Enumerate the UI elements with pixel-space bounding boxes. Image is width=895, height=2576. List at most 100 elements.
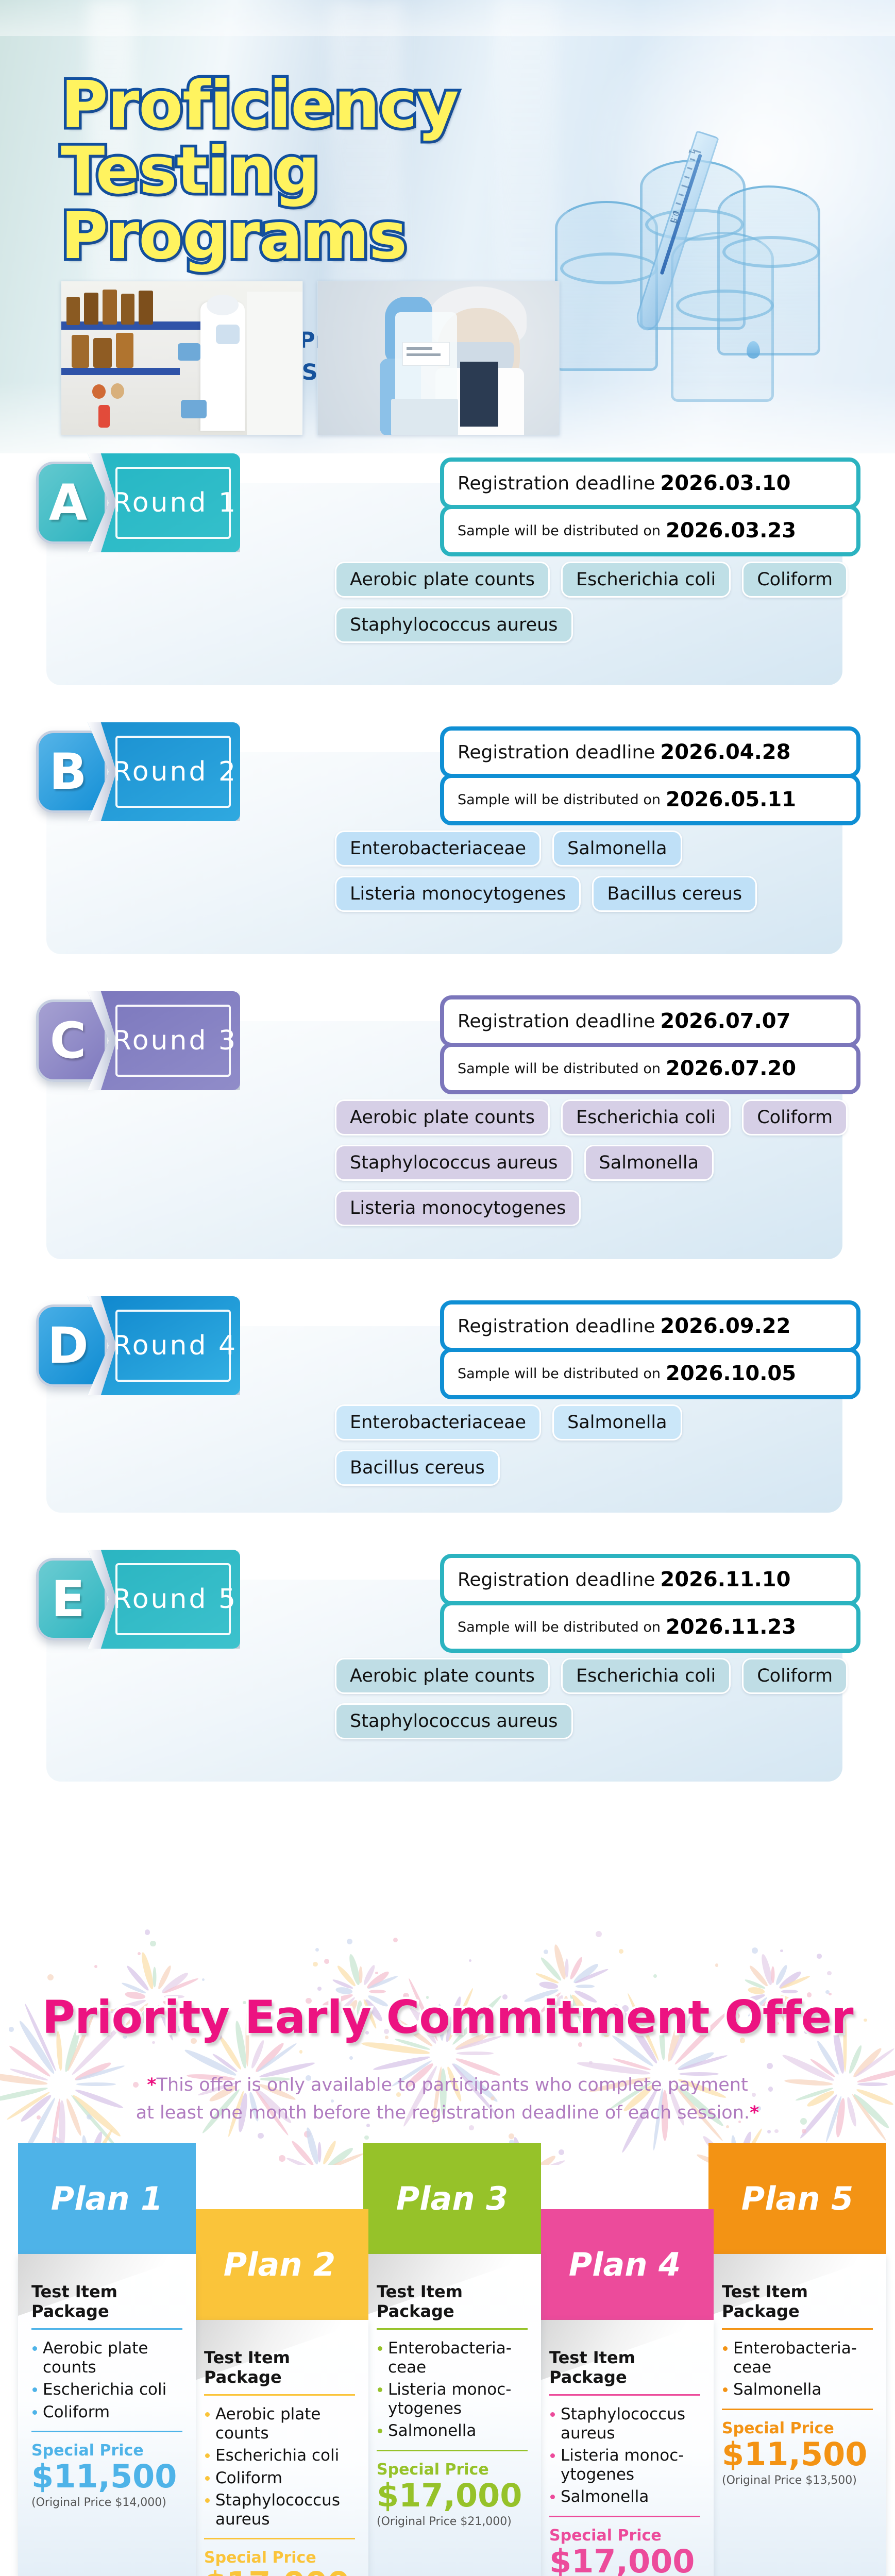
registration-deadline-value: 2026.07.07 xyxy=(660,1009,790,1033)
plan-item-list: Aerobic plate countsEscherichia coliColi… xyxy=(204,2405,355,2529)
round-header: A Round 1 xyxy=(36,453,240,552)
registration-deadline-label: Registration deadline xyxy=(458,1011,655,1032)
plan-item: Listeria monoc-ytogenes xyxy=(377,2380,528,2418)
sample-distribution-value: 2026.05.11 xyxy=(666,788,796,811)
registration-deadline-label: Registration deadline xyxy=(458,1316,655,1337)
round-header: E Round 5 xyxy=(36,1550,240,1649)
plan-item: Salmonella xyxy=(377,2421,528,2441)
firework-spark xyxy=(317,1987,322,1991)
registration-deadline-value: 2026.11.10 xyxy=(660,1568,790,1591)
special-price-label: Special Price xyxy=(204,2549,355,2567)
firework-spark xyxy=(767,2063,773,2069)
photo-lab-sample xyxy=(317,281,560,435)
firework-spark xyxy=(299,2050,302,2053)
plan-cards: Plan 1 Test Item Package Aerobic plate c… xyxy=(0,2133,895,2576)
plan-body: Test Item Package Aerobic plate countsEs… xyxy=(191,2320,368,2576)
firework-spark xyxy=(752,1947,758,1954)
test-item-chip[interactable]: Coliform xyxy=(742,562,848,598)
sample-distribution-value: 2026.03.23 xyxy=(666,519,796,543)
firework-spark xyxy=(150,1941,156,1947)
liquid-drop-icon xyxy=(747,341,760,359)
sample-distribution-value: 2026.11.23 xyxy=(666,1615,796,1639)
test-item-chip[interactable]: Escherichia coli xyxy=(561,1099,731,1136)
test-item-chip[interactable]: Salmonella xyxy=(552,1404,682,1440)
firework-spark xyxy=(817,1954,821,1958)
plan-item: Enterobacteria-ceae xyxy=(377,2339,528,2377)
test-item-chip[interactable]: Listeria monocytogenes xyxy=(335,1190,581,1226)
round-dates: Registration deadline 2026.11.10 Sample … xyxy=(444,1558,856,1653)
sample-distribution-row: Sample will be distributed on 2026.11.23 xyxy=(444,1605,856,1649)
plan-card[interactable]: Plan 2 Test Item Package Aerobic plate c… xyxy=(191,2209,368,2576)
firework-spark xyxy=(324,1959,329,1964)
sample-distribution-label: Sample will be distributed on xyxy=(458,523,661,539)
test-item-chip[interactable]: Staphylococcus aureus xyxy=(335,1145,573,1181)
header-band xyxy=(0,0,895,36)
test-item-chip[interactable]: Enterobacteriaceae xyxy=(335,831,541,867)
plan-card[interactable]: Plan 3 Test Item Package Enterobacteria-… xyxy=(363,2143,541,2576)
plan-divider-top xyxy=(549,2394,700,2396)
test-item-chip[interactable]: Escherichia coli xyxy=(561,562,731,598)
test-item-chip[interactable]: Enterobacteriaceae xyxy=(335,1404,541,1440)
firework-spark xyxy=(715,1963,718,1967)
plan-divider-top xyxy=(377,2328,528,2330)
round-name: Round 3 xyxy=(90,1025,238,1056)
round-name: Round 2 xyxy=(90,756,238,787)
test-item-chip[interactable]: Staphylococcus aureus xyxy=(335,1703,573,1739)
plan-item-list: Enterobacteria-ceaeListeria monoc-ytogen… xyxy=(377,2339,528,2441)
test-item-chip[interactable]: Salmonella xyxy=(552,831,682,867)
test-item-chip[interactable]: Bacillus cereus xyxy=(592,876,757,912)
plan-divider-top xyxy=(722,2328,873,2330)
firework-spark xyxy=(619,1949,623,1954)
registration-deadline-value: 2026.03.10 xyxy=(660,471,790,495)
test-item-chip[interactable]: Aerobic plate counts xyxy=(335,1099,550,1136)
plan-body: Test Item Package Enterobacteria-ceaeSal… xyxy=(708,2254,886,2576)
firework-spark xyxy=(94,1965,98,1969)
round-header: D Round 4 xyxy=(36,1296,240,1395)
firework-ray xyxy=(153,1967,157,1988)
round-header: C Round 3 xyxy=(36,991,240,1090)
sample-distribution-label: Sample will be distributed on xyxy=(458,792,661,808)
registration-deadline-value: 2026.04.28 xyxy=(660,740,790,764)
original-price-value: (Original Price $14,000) xyxy=(31,2496,182,2509)
offer-note-line2: at least one month before the registrati… xyxy=(136,2103,750,2123)
plan-card[interactable]: Plan 4 Test Item Package Staphylococcus … xyxy=(536,2209,714,2576)
firework-spark xyxy=(827,1971,831,1975)
firework-spark xyxy=(780,1950,783,1953)
plan-title: Plan 4 xyxy=(569,2246,681,2283)
firework-spark xyxy=(202,1978,205,1981)
plan-item: Escherichia coli xyxy=(31,2380,182,2399)
test-item-chip[interactable]: Aerobic plate counts xyxy=(335,562,550,598)
test-item-chip[interactable]: Aerobic plate counts xyxy=(335,1658,550,1694)
test-item-chip[interactable]: Listeria monocytogenes xyxy=(335,876,581,912)
test-item-chip[interactable]: Coliform xyxy=(742,1658,848,1694)
plan-card[interactable]: Plan 5 Test Item Package Enterobacteria-… xyxy=(708,2143,886,2576)
special-price-value: $17,000 xyxy=(549,2545,700,2576)
plan-item: Aerobic plate counts xyxy=(31,2339,182,2377)
registration-deadline-label: Registration deadline xyxy=(458,473,655,494)
test-item-chip[interactable]: Staphylococcus aureus xyxy=(335,607,573,643)
special-price-value: $17,000 xyxy=(377,2479,528,2512)
special-price-value: $11,500 xyxy=(31,2460,182,2493)
test-item-chip[interactable]: Bacillus cereus xyxy=(335,1450,500,1486)
firework-spark xyxy=(47,1974,54,1980)
plan-divider-top xyxy=(31,2328,182,2330)
plan-divider-bottom xyxy=(204,2538,355,2539)
test-item-chip[interactable]: Salmonella xyxy=(584,1145,714,1181)
test-item-package-label: Test Item Package xyxy=(31,2282,182,2321)
test-item-chip[interactable]: Coliform xyxy=(742,1099,848,1136)
plan-title: Plan 3 xyxy=(396,2180,508,2217)
test-item-chip[interactable]: Escherichia coli xyxy=(561,1658,731,1694)
round-section: A Round 1 Registration deadline 2026.03.… xyxy=(0,453,895,696)
round-dates: Registration deadline 2026.09.22 Sample … xyxy=(444,1304,856,1399)
plan-title: Plan 5 xyxy=(741,2180,853,2217)
firework-spark xyxy=(145,1929,150,1935)
header-photo-group xyxy=(61,281,560,435)
registration-deadline-label: Registration deadline xyxy=(458,1569,655,1590)
round-dates: Registration deadline 2026.03.10 Sample … xyxy=(444,462,856,556)
plan-header: Plan 1 xyxy=(18,2143,196,2254)
registration-deadline-row: Registration deadline 2026.11.10 xyxy=(444,1558,856,1601)
plan-card[interactable]: Plan 1 Test Item Package Aerobic plate c… xyxy=(18,2143,196,2576)
plan-item: Escherichia coli xyxy=(204,2446,355,2465)
plan-item: Coliform xyxy=(204,2469,355,2488)
asterisk-suffix: * xyxy=(750,2103,759,2123)
